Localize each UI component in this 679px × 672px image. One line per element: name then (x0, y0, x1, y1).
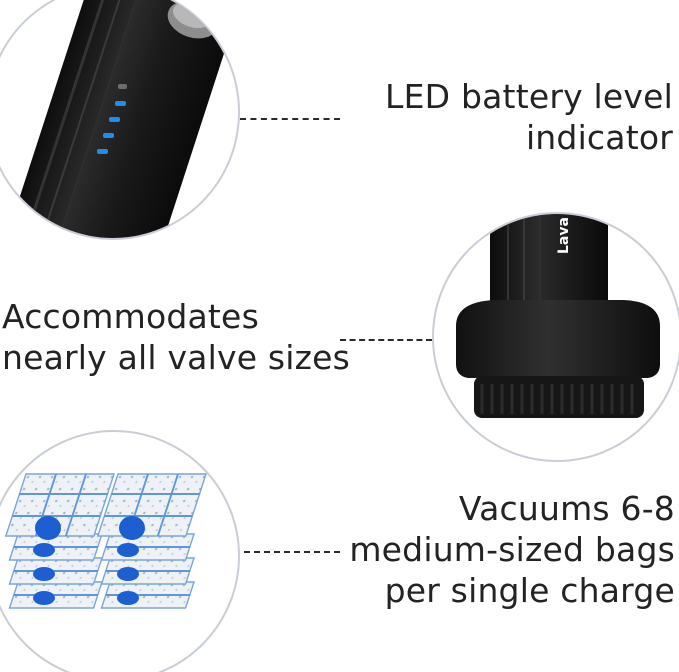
battery-caption: LED battery level indicator (385, 76, 673, 158)
led-indicators (97, 84, 127, 154)
vacuum-bags-icon (4, 473, 207, 609)
battery-indicator-closeup (0, 0, 240, 240)
valve-caption-line-1: Accommodates (2, 297, 259, 336)
valve-caption: Accommodates nearly all valve sizes (2, 296, 350, 378)
bag-stack-left (4, 473, 115, 609)
valve-nozzle-icon: Lava (456, 214, 660, 418)
battery-caption-line-2: indicator (525, 118, 673, 157)
valve-nozzle-closeup: Lava (432, 212, 679, 462)
bags-caption: Vacuums 6-8 medium-sized bags per single… (349, 488, 675, 611)
battery-led-icon (13, 0, 238, 238)
valve-leader-line (340, 339, 432, 341)
bags-caption-line-1: Vacuums 6-8 (458, 489, 675, 528)
battery-caption-line-1: LED battery level (385, 77, 673, 116)
valve-caption-line-2: nearly all valve sizes (2, 338, 351, 377)
vacuum-bags-closeup (0, 430, 240, 672)
battery-leader-line (240, 118, 340, 120)
bags-caption-line-3: per single charge (384, 571, 675, 610)
bags-caption-line-2: medium-sized bags (349, 530, 675, 569)
bag-stack-right (96, 473, 207, 609)
bags-leader-line (244, 551, 340, 553)
brand-label: Lava (556, 217, 572, 254)
